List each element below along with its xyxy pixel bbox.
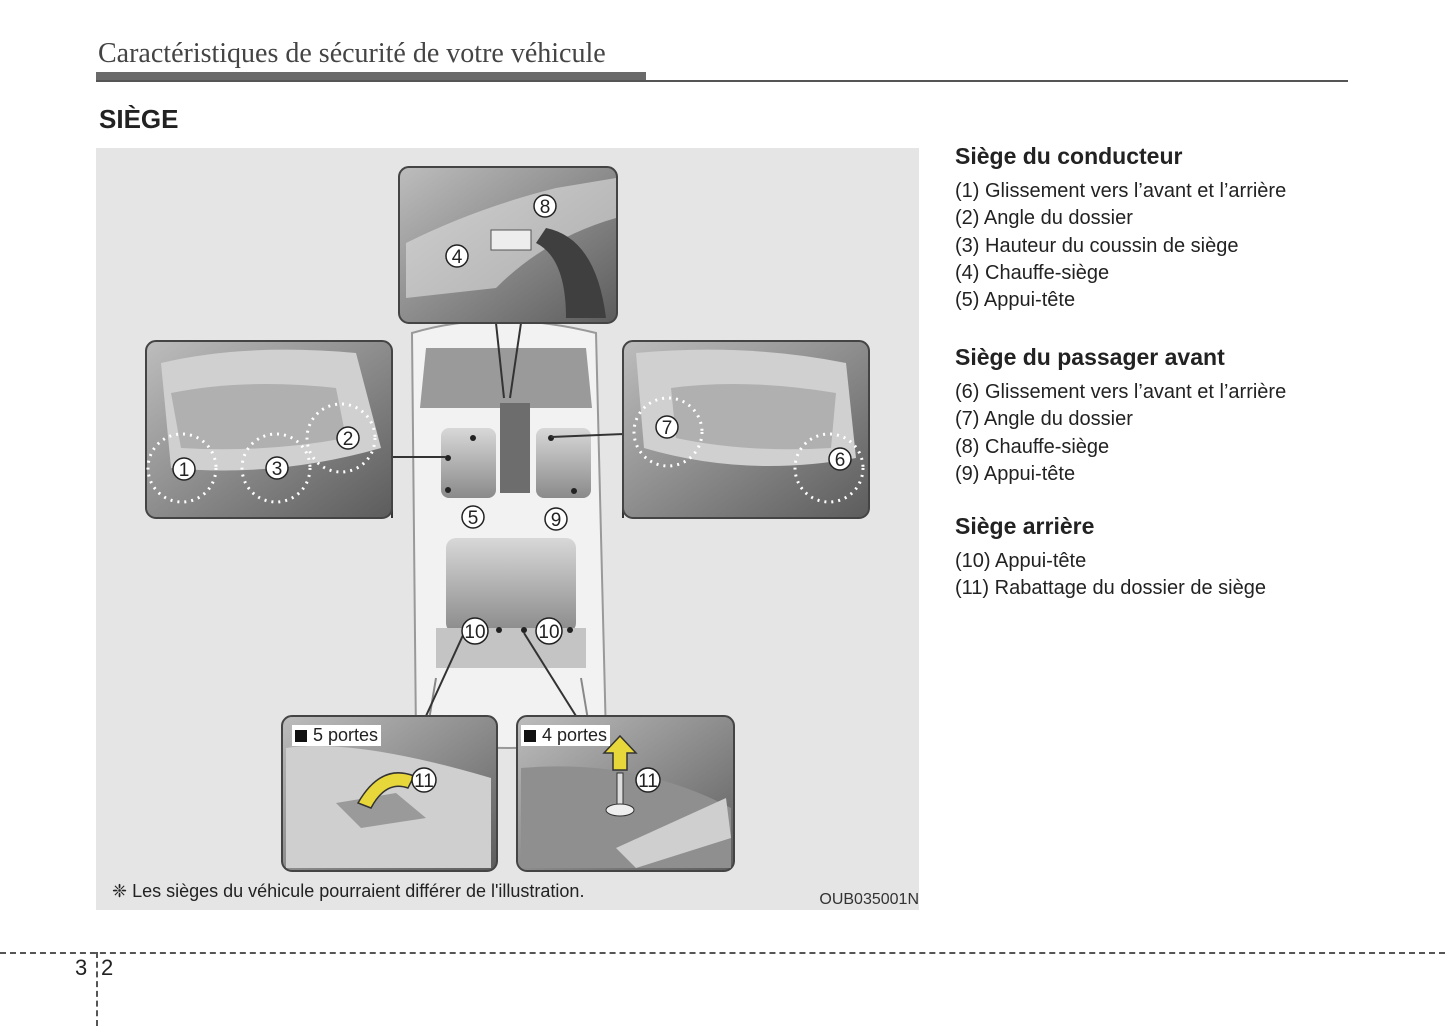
callouts: 1 2 3 4 5 6 7 8 9 10 10 11 11	[172, 194, 852, 793]
four-door-inset	[516, 715, 735, 872]
header-rule	[96, 80, 1348, 82]
figure-note: ❈ Les sièges du véhicule pourraient diff…	[112, 881, 585, 901]
callout-10-right: 10	[538, 622, 559, 643]
legend-item: (5) Appui-tête	[955, 289, 1076, 312]
seat-diagram: 1 2 3 4 5 6 7 8 9 10 10 11 11	[145, 166, 870, 872]
console-inset	[398, 166, 618, 324]
legend-item: (1) Glissement vers l’avant et l’arrière	[955, 180, 1287, 202]
legend-item: (9) Appui-tête	[955, 462, 1076, 485]
section-title: SIÈGE	[99, 104, 179, 134]
callout-2: 2	[343, 429, 354, 450]
four-door-label: 4 portes	[521, 725, 611, 746]
legend-passenger-seat: Siège du passager avant (6) Glissement v…	[955, 344, 1395, 488]
callout-11-five-door: 11	[414, 771, 434, 792]
callout-11-four-door: 11	[638, 771, 658, 792]
legend-item: (2) Angle du dossier	[955, 207, 1133, 230]
legend-title: Siège arrière	[955, 513, 1095, 539]
legend-item: (10) Appui-tête	[955, 550, 1087, 572]
header-bar	[96, 72, 646, 82]
legend-item: (3) Hauteur du coussin de siège	[955, 234, 1239, 257]
legend-rear-seat: Siège arrière (10) Appui-tête (11) Rabat…	[955, 513, 1395, 603]
legend-title: Siège du passager avant	[955, 344, 1225, 370]
legend-item: (7) Angle du dossier	[955, 408, 1133, 431]
header-title: Caractéristiques de sécurité de votre vé…	[98, 38, 606, 69]
legend-item: (4) Chauffe-siège	[955, 261, 1110, 284]
callout-9: 9	[551, 510, 562, 531]
footer-rule	[0, 952, 1445, 954]
footer-divider	[96, 952, 98, 1026]
callout-7: 7	[662, 418, 673, 439]
legend-driver-seat: Siège du conducteur (1) Glissement vers …	[955, 143, 1395, 314]
passenger-seat-inset	[622, 340, 870, 519]
callout-3: 3	[272, 459, 283, 480]
legend-item: (6) Glissement vers l’avant et l’arrière	[955, 381, 1287, 403]
callout-1: 1	[179, 460, 190, 481]
page-number: 2	[101, 955, 114, 980]
callout-10-left: 10	[464, 622, 485, 643]
callout-5: 5	[468, 508, 479, 529]
callout-4: 4	[452, 247, 463, 268]
square-bullet-icon	[295, 730, 307, 742]
driver-seat-inset	[145, 340, 393, 519]
legend-title: Siège du conducteur	[955, 143, 1183, 169]
five-door-label: 5 portes	[292, 725, 382, 746]
five-door-inset	[281, 715, 498, 872]
five-door-label-text: 5 portes	[313, 725, 379, 745]
figure-code: OUB035001N	[819, 891, 919, 908]
four-door-label-text: 4 portes	[542, 725, 608, 745]
legend-item: (8) Chauffe-siège	[955, 435, 1110, 458]
square-bullet-icon	[524, 730, 536, 742]
legend-item: (11) Rabattage du dossier de siège	[955, 577, 1266, 600]
callout-6: 6	[835, 450, 846, 471]
page-number-chapter: 3	[75, 955, 88, 980]
callout-8: 8	[540, 197, 551, 218]
seat-illustration: 1 2 3 4 5 6 7 8 9 10 10 11 11 5 p	[96, 148, 919, 910]
